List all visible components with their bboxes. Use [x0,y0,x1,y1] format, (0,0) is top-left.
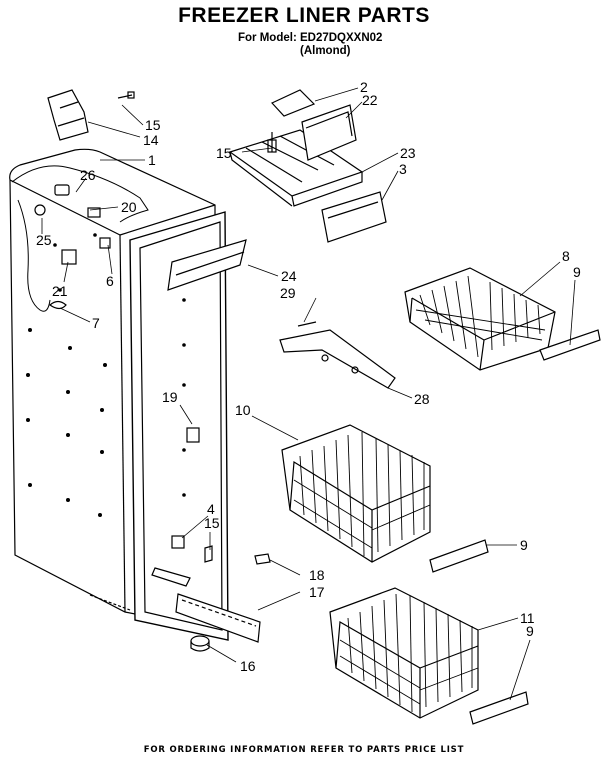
callout-20: 20 [121,199,137,215]
callout-8: 8 [562,248,570,264]
shelf-cover [321,191,387,243]
callout-3: 3 [399,161,407,177]
ordering-footer: FOR ORDERING INFORMATION REFER TO PARTS … [143,745,465,755]
callout-9-upper: 9 [573,264,581,280]
callout-11: 11 [520,610,535,626]
leveling-foot [190,635,210,652]
liner-trim [167,239,247,291]
ice-bin-shelf [228,89,364,207]
callout-29: 29 [280,285,296,301]
callout-22: 22 [362,92,378,108]
harness-components [34,184,111,310]
basket-bracket [279,321,396,389]
callout-28: 28 [414,391,430,407]
callout-7: 7 [92,315,100,331]
page-title: FREEZER LINER PARTS [178,4,430,27]
callout-15-lower: 15 [204,515,220,531]
callout-17: 17 [309,584,325,600]
callout-14: 14 [143,132,159,148]
callout-26: 26 [80,167,96,183]
screw-top [117,91,135,99]
callout-19: 19 [162,389,178,405]
bottom-trim [175,553,271,643]
callout-15-top: 15 [145,117,161,133]
callout-9-middle: 9 [520,537,528,553]
color-variant: (Almond) [300,45,351,57]
callout-15-shelf: 15 [216,145,232,161]
wire-basket-8 [404,267,556,371]
hinge-bracket [47,89,89,141]
callout-10: 10 [235,402,251,418]
model-number: For Model: ED27DQXXN02 [238,32,383,44]
callout-16: 16 [240,658,256,674]
wire-basket-10 [281,424,431,563]
callout-6: 6 [106,273,114,289]
basket-trim-middle [429,539,489,573]
callout-1: 1 [148,152,156,168]
basket-trim-lower [469,691,529,725]
callout-2: 2 [360,79,368,95]
callout-25: 25 [36,232,52,248]
callout-24: 24 [281,268,297,284]
wire-basket-11 [329,587,479,719]
callout-labels: 1 2 22 23 3 15 15 14 26 20 25 6 21 7 24 … [36,79,581,674]
callout-4: 4 [207,501,215,517]
callout-18: 18 [309,567,325,583]
callout-23: 23 [400,145,416,161]
freezer-liner [9,148,229,641]
callout-9-lower: 9 [526,623,534,639]
callout-21: 21 [52,283,68,299]
leader-lines [41,87,576,701]
